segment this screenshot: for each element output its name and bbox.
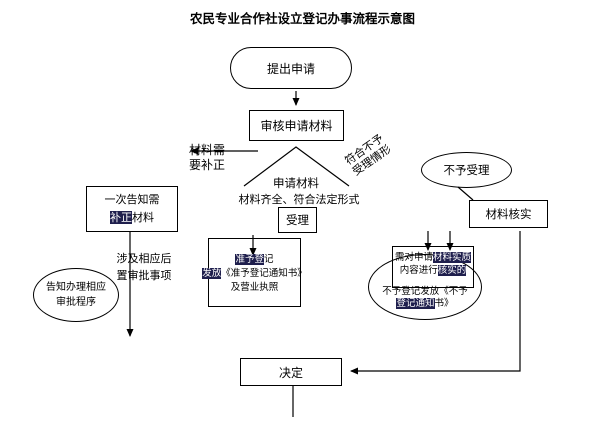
center-branch-label: 材料齐全、符合法定形式 bbox=[238, 193, 360, 206]
inform-line1: 告知办理相应 bbox=[46, 282, 106, 293]
subject-label: 申请材料 bbox=[273, 176, 319, 190]
reject-oval: 不予受理 bbox=[421, 152, 512, 188]
post-approval-line2: 置审批事项 bbox=[116, 269, 172, 282]
approve-line1: 准予登记 bbox=[235, 253, 274, 267]
notify-line2-rest: 材料 bbox=[132, 211, 154, 224]
post-approval-line1: 涉及相应后 bbox=[116, 252, 172, 265]
approve-line2-rest: 《准予登记通知书》 bbox=[221, 268, 307, 279]
substantive-line2: 内容进行核实的 bbox=[400, 264, 467, 277]
left-branch-line1: 材料需 bbox=[188, 143, 225, 157]
decision-label: 决定 bbox=[278, 365, 303, 380]
inform-line2: 审批程序 bbox=[56, 297, 96, 308]
substantive-line1-highlight: 材料实质 bbox=[433, 252, 472, 263]
approve-line1-rest: 记 bbox=[264, 254, 274, 265]
arrow-right-to-decision bbox=[350, 231, 521, 375]
decision-box: 决定 bbox=[240, 358, 342, 386]
start-node: 提出申请 bbox=[230, 47, 352, 89]
approve-line2-highlight: 发放 bbox=[202, 268, 222, 279]
inform-oval: 告知办理相应 审批程序 bbox=[33, 268, 119, 322]
deny-line2-rest: 书》 bbox=[434, 298, 454, 309]
deny-line1: 不予登记发放《不予 bbox=[382, 286, 468, 297]
substantive-line2-rest: 内容进行 bbox=[399, 265, 438, 276]
approve-box: 准予登记 发放《准予登记通知书》 及营业执照 bbox=[202, 238, 307, 307]
approve-line2: 发放《准予登记通知书》 bbox=[202, 267, 307, 281]
accept-box: 受理 bbox=[278, 207, 317, 233]
diagram-title: 农民专业合作社设立登记办事流程示意图 bbox=[189, 11, 415, 26]
notify-line2-highlight: 补正 bbox=[110, 211, 132, 224]
substantive-line1: 需对申请材料实质 bbox=[394, 251, 472, 264]
review-box: 审核申请材料 bbox=[249, 110, 344, 141]
notify-line2: 补正材料 bbox=[110, 209, 154, 227]
connector-reject-to-verify bbox=[457, 186, 474, 201]
approve-line1-highlight: 准予登 bbox=[235, 254, 264, 265]
left-branch-line2: 要补正 bbox=[188, 158, 225, 172]
notify-box: 一次告知需 补正材料 bbox=[86, 186, 178, 232]
substantive-line1-rest: 需对申请 bbox=[394, 252, 433, 263]
notify-line1: 一次告知需 bbox=[104, 193, 160, 206]
post-approval-label: 涉及相应后 置审批事项 bbox=[114, 250, 174, 284]
branch-v-lines bbox=[243, 146, 350, 187]
start-label: 提出申请 bbox=[266, 61, 315, 76]
left-branch-label: 材料需 要补正 bbox=[186, 143, 228, 173]
review-label: 审核申请材料 bbox=[260, 119, 333, 133]
accept-label: 受理 bbox=[286, 213, 309, 227]
deny-line2: 登记通知书》 bbox=[396, 298, 454, 310]
substantive-line2-highlight: 核实的 bbox=[437, 265, 467, 276]
verify-label: 材料核实 bbox=[485, 207, 532, 221]
deny-line2-highlight: 登记通知 bbox=[396, 298, 435, 309]
deny-oval: 不予登记发放《不予 登记通知书》 bbox=[368, 254, 482, 320]
reject-label: 不予受理 bbox=[443, 163, 490, 177]
verify-box: 材料核实 bbox=[469, 200, 548, 228]
approve-line3: 及营业执照 bbox=[230, 282, 279, 293]
substantive-box: 需对申请材料实质 内容进行核实的 bbox=[392, 246, 474, 288]
